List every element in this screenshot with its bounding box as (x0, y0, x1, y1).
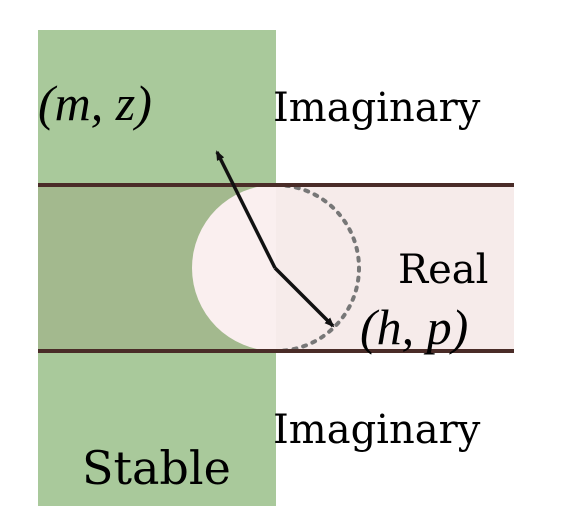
label-imaginary-bottom: Imaginary (273, 407, 481, 453)
label-stable: Stable (82, 441, 231, 495)
arrow-to-mz (215, 150, 277, 269)
dotted-circle-arc (274, 183, 361, 353)
label-mz: (m, z) (38, 75, 152, 131)
label-real: Real (398, 247, 489, 293)
label-imaginary-top: Imaginary (273, 85, 481, 131)
label-hp: (h, p) (360, 299, 469, 355)
arrow-to-hp (273, 266, 335, 328)
